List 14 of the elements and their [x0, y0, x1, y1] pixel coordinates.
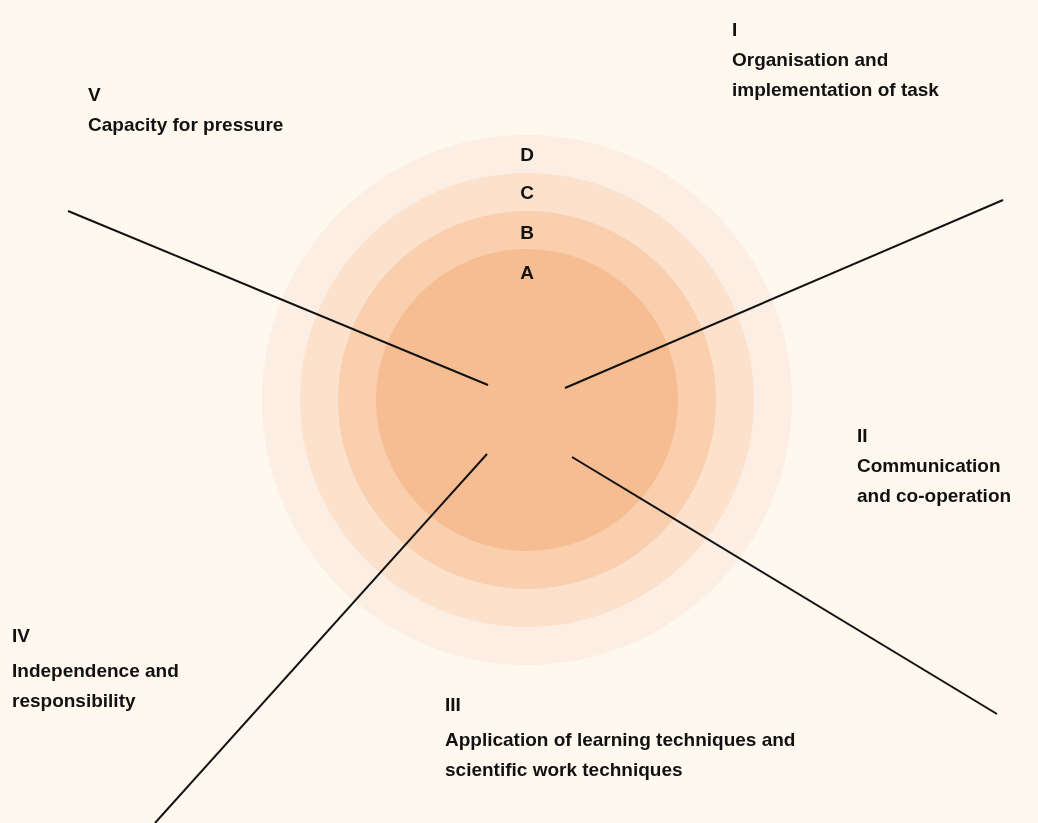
sector-number: III: [445, 693, 461, 717]
sector-number: I: [732, 18, 738, 42]
sector-number: II: [857, 424, 868, 448]
sector-title: Application of learning techniques and scientific work techniques: [445, 728, 797, 782]
sector-number: IV: [12, 624, 30, 648]
level-letter: D: [519, 144, 535, 166]
level-letter: A: [519, 262, 535, 284]
sector-number: V: [88, 83, 101, 107]
level-letter: B: [519, 222, 535, 244]
level-letter: C: [519, 182, 535, 204]
sector-title: Independence and responsibility: [12, 659, 180, 713]
sector-title: Capacity for pressure: [88, 113, 284, 137]
sector-title: Organisation and implementation of task: [732, 48, 940, 102]
sector-title: Communication and co-operation: [857, 454, 1013, 508]
